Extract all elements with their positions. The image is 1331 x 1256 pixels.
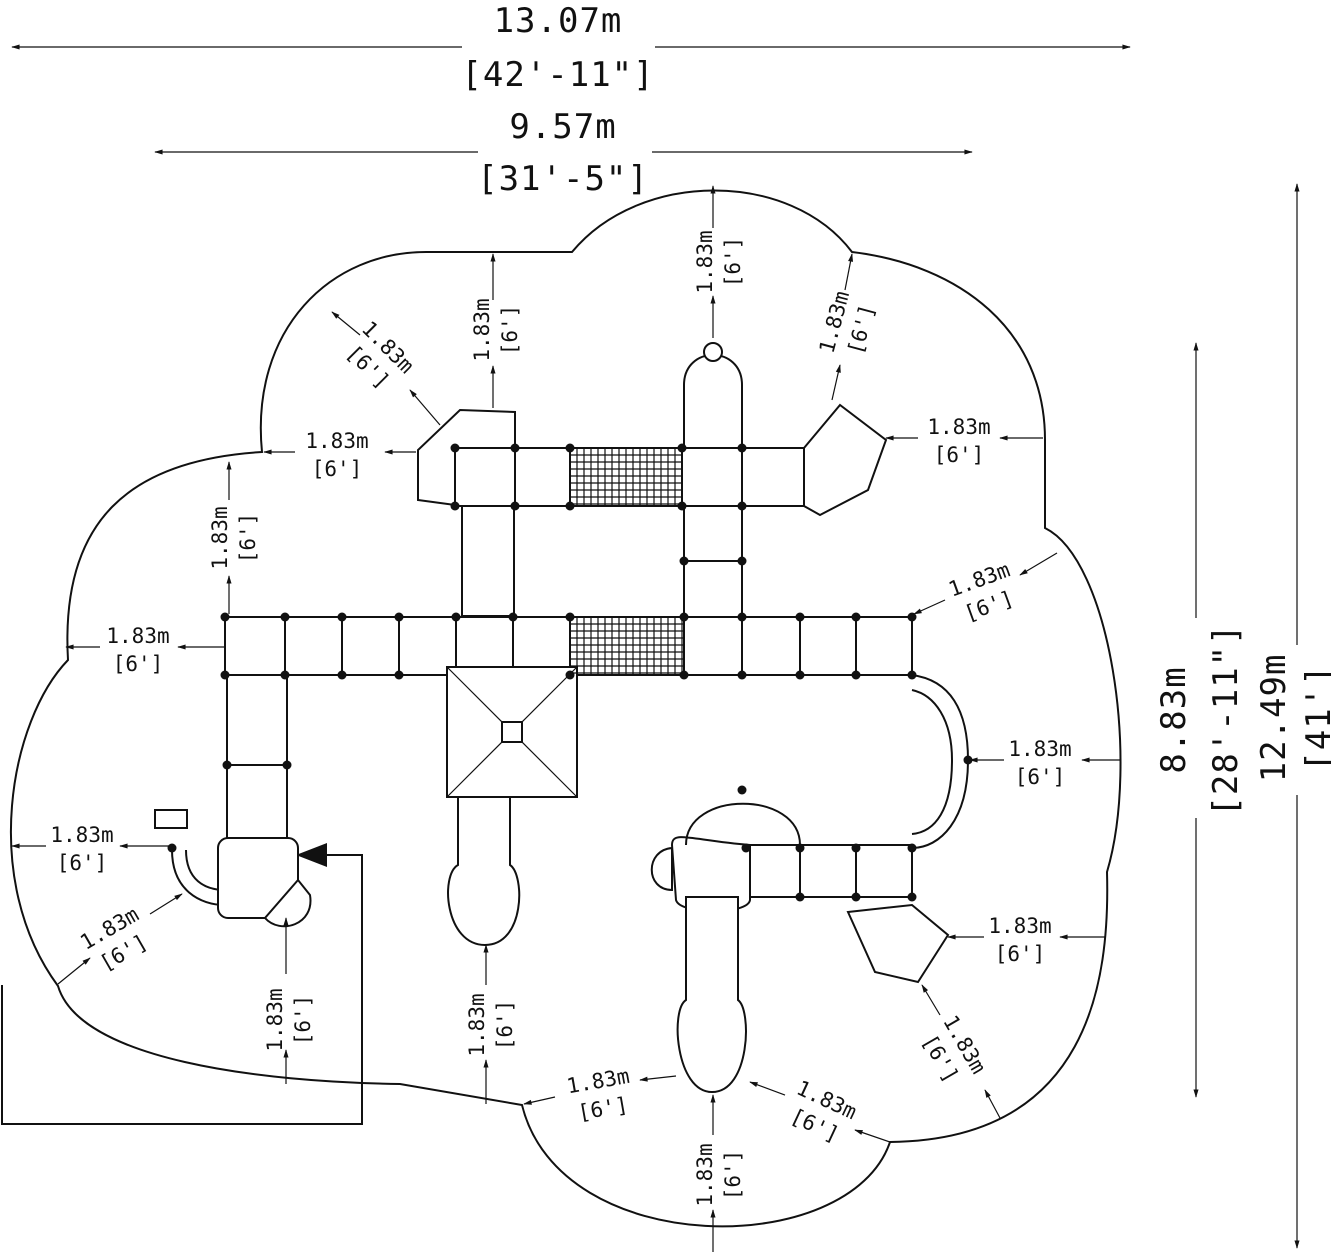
overall-width-m: 13.07m bbox=[494, 1, 623, 41]
inner-height-ft: [28'-11"] bbox=[1206, 623, 1246, 816]
tower-roof bbox=[683, 354, 743, 449]
clearance-m: 1.83m bbox=[693, 230, 717, 293]
clearance-m: 1.83m bbox=[106, 624, 169, 648]
clearance-dimension: 1.83m[6'] bbox=[693, 185, 745, 338]
overall-height-m: 12.49m bbox=[1254, 654, 1294, 783]
deck-callout-arrow bbox=[1, 843, 363, 1125]
clearance-dimension: 1.83m[6'] bbox=[693, 1094, 745, 1252]
clearance-ft: [6'] bbox=[498, 305, 522, 356]
clearance-m: 1.83m bbox=[263, 988, 287, 1051]
clearance-m: 1.83m bbox=[693, 1143, 717, 1206]
overall-width-dimension: 13.07m [42'-11"] bbox=[11, 1, 1131, 95]
safety-zone-outline bbox=[10, 189, 1122, 1228]
upper-right-tube-slide bbox=[803, 403, 888, 517]
clearance-dimension: 1.83m[6'] bbox=[749, 1076, 891, 1147]
lower-climbing-net bbox=[569, 616, 685, 676]
roof-canopy bbox=[446, 666, 578, 798]
clearance-dimension: 1.83m[6'] bbox=[470, 253, 522, 408]
inner-height-m: 8.83m bbox=[1154, 666, 1194, 773]
clearance-ft: [6'] bbox=[576, 1093, 630, 1125]
clearance-dimension: 1.83m [6'] bbox=[263, 429, 416, 481]
play-structure bbox=[154, 342, 970, 1094]
net-grid-lines bbox=[570, 448, 684, 675]
clearance-dimension: 1.83m[6'] bbox=[331, 311, 441, 426]
clearance-dimension: 1.83m[6'] bbox=[208, 461, 260, 614]
clearance-dimension: 1.83m[6'] bbox=[57, 893, 183, 985]
inner-width-ft: [31'-5"] bbox=[477, 159, 649, 199]
inner-width-m: 9.57m bbox=[509, 107, 616, 147]
clearance-m: 1.83m bbox=[988, 914, 1051, 938]
clearance-m: 1.83m bbox=[208, 506, 232, 569]
rock-climber bbox=[417, 408, 516, 507]
clearance-dimension: 1.83m[6'] bbox=[465, 944, 517, 1104]
inner-width-dimension: 9.57m [31'-5"] bbox=[154, 107, 973, 199]
clearance-dimension: 1.83m [6'] bbox=[885, 415, 1043, 467]
clearance-m: 1.83m bbox=[927, 415, 990, 439]
clearance-ft: [6'] bbox=[113, 652, 164, 676]
clearance-m: 1.83m bbox=[465, 993, 489, 1056]
clearance-ft: [6'] bbox=[721, 237, 745, 288]
clearance-ft: [6'] bbox=[721, 1150, 745, 1201]
lower-right-tube-slide bbox=[846, 903, 950, 984]
clearance-m: 1.83m bbox=[305, 429, 368, 453]
clearance-dimension: 1.83m [6'] bbox=[969, 737, 1120, 789]
clearance-dimension: 1.83m[6'] bbox=[913, 552, 1058, 626]
overall-width-ft: [42'-11"] bbox=[461, 55, 654, 95]
curved-bridge bbox=[911, 674, 970, 849]
overall-height-ft: [41'] bbox=[1299, 664, 1331, 771]
clearance-dimension: 1.83m[6'] bbox=[263, 917, 315, 1084]
clearance-dimension: 1.83m [6'] bbox=[947, 914, 1106, 966]
clearance-dimension: 1.83m[6'] bbox=[917, 984, 1001, 1119]
overall-height-dimension: 12.49m [41'] bbox=[1254, 183, 1331, 1249]
clearance-dimension: 1.83m[6'] bbox=[523, 1064, 677, 1125]
clearance-ft: [6'] bbox=[236, 513, 260, 564]
center-slide bbox=[447, 796, 521, 947]
clearance-ft: [6'] bbox=[57, 851, 108, 875]
bottom-slide bbox=[676, 896, 747, 1094]
clearance-ft: [6'] bbox=[493, 1000, 517, 1051]
clearance-dimension: 1.83m [6'] bbox=[11, 823, 170, 875]
clearance-ft: [6'] bbox=[934, 443, 985, 467]
clearance-dimension: 1.83m [6'] bbox=[65, 624, 224, 676]
clearance-ft: [6'] bbox=[312, 457, 363, 481]
structure-posts bbox=[167, 443, 973, 902]
inner-height-dimension: 8.83m [28'-11"] bbox=[1154, 342, 1246, 1098]
clearance-ft: [6'] bbox=[995, 942, 1046, 966]
clearance-ft: [6'] bbox=[1015, 765, 1066, 789]
clearance-m: 1.83m bbox=[1008, 737, 1071, 761]
clearance-ft: [6'] bbox=[291, 995, 315, 1046]
clearance-m: 1.83m bbox=[470, 298, 494, 361]
clearance-dimension: 1.83m[6'] bbox=[815, 253, 880, 401]
clearance-m: 1.83m bbox=[50, 823, 113, 847]
